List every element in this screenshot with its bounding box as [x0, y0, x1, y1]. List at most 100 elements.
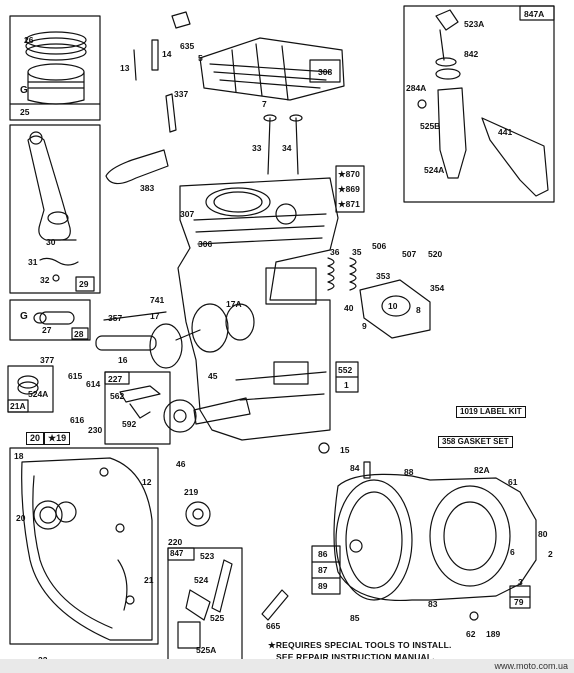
label-36: 36 [330, 247, 340, 257]
label-83: 83 [428, 599, 438, 609]
label-562: 562 [110, 391, 125, 401]
label-506: 506 [372, 241, 387, 251]
gasket-set: 358 GASKET SET [438, 436, 513, 448]
label-5: 5 [198, 53, 203, 63]
label-189: 189 [486, 629, 501, 639]
footer-bar: www.moto.com.ua [0, 659, 574, 673]
label-337: 337 [174, 89, 189, 99]
label-8: 8 [416, 305, 421, 315]
label-306: 306 [198, 239, 213, 249]
oil-sump-outline [333, 473, 537, 602]
label-525b: 525B [420, 121, 441, 131]
wrist-pin-box [9, 299, 91, 341]
label-21: 21 [144, 575, 154, 585]
label-61: 61 [508, 477, 518, 487]
label-308: 308 [318, 67, 333, 77]
label-353: 353 [376, 271, 391, 281]
governor-box [104, 371, 171, 445]
label-40: 40 [344, 303, 354, 313]
label-614: 614 [86, 379, 101, 389]
label-20: 20 [16, 513, 26, 523]
label-665: 665 [266, 621, 281, 631]
label-21a: 21A [10, 401, 26, 411]
connecting-rod-box [9, 124, 101, 294]
label-14: 14 [162, 49, 172, 59]
label-615: 615 [68, 371, 83, 381]
label-31: 31 [28, 257, 38, 267]
label-552: 552 [338, 365, 353, 375]
label-523a: 523A [464, 19, 485, 29]
label-25: 25 [20, 107, 30, 117]
label-80: 80 [538, 529, 548, 539]
label-kit: 1019 LABEL KIT [456, 406, 526, 418]
label-88: 88 [404, 467, 414, 477]
label-525: 525 [210, 613, 225, 623]
label-18: 18 [14, 451, 24, 461]
label-525a: 525A [196, 645, 217, 655]
label-227: 227 [108, 374, 123, 384]
label-45: 45 [208, 371, 218, 381]
label-86: 86 [318, 549, 328, 559]
label-441: 441 [498, 127, 513, 137]
cylinder-head-outline [199, 37, 345, 101]
label-871: ★871 [338, 199, 360, 209]
label-869: ★869 [338, 184, 360, 194]
label-17a: 17A [226, 299, 242, 309]
label-10: 10 [388, 301, 398, 311]
label-524a-dipstick: 524A [424, 165, 445, 175]
label-219: 219 [184, 487, 199, 497]
label-1: 1 [344, 380, 349, 390]
label-357: 357 [108, 313, 123, 323]
label-82a: 82A [474, 465, 490, 475]
label-89: 89 [318, 581, 328, 591]
label-354: 354 [430, 283, 445, 293]
label-847a: 847A [524, 9, 545, 19]
label-32: 32 [40, 275, 50, 285]
label-383: 383 [140, 183, 155, 193]
label-2: 2 [548, 549, 553, 559]
label-741: 741 [150, 295, 165, 305]
label-17: 17 [150, 311, 160, 321]
label-35: 35 [352, 247, 362, 257]
label-284a: 284A [406, 83, 427, 93]
footer-url[interactable]: www.moto.com.ua [494, 661, 568, 671]
label-g: G [20, 85, 28, 96]
label-34: 34 [282, 143, 292, 153]
label-7: 7 [262, 99, 267, 109]
label-85: 85 [350, 613, 360, 623]
label-230: 230 [88, 425, 103, 435]
label-524a-seal: 524A [28, 389, 49, 399]
label-16: 16 [118, 355, 128, 365]
label-g-wrist: G [20, 311, 28, 322]
label-46: 46 [176, 459, 186, 469]
label-84: 84 [350, 463, 360, 473]
label-520: 520 [428, 249, 443, 259]
label-79: 79 [514, 597, 524, 607]
label-6: 6 [510, 547, 515, 557]
label-13: 13 [120, 63, 130, 73]
oil-fill-box [403, 5, 555, 203]
label-847: 847 [170, 549, 184, 558]
label-33: 33 [252, 143, 262, 153]
label-28: 28 [74, 329, 84, 339]
label-3: 3 [518, 577, 523, 587]
note-line-1: ★REQUIRES SPECIAL TOOLS TO INSTALL. [268, 640, 452, 650]
oil-fill-small-box [167, 547, 243, 661]
label-26: 26 [24, 35, 34, 45]
label-842: 842 [464, 49, 479, 59]
crankcase-cover-box [9, 447, 159, 645]
label-20-box: 20 [26, 432, 45, 445]
label-616: 616 [70, 415, 85, 425]
oil-seal-box [7, 365, 54, 413]
label-507: 507 [402, 249, 417, 259]
piston-ring-box [9, 15, 101, 121]
label-19-box: ★19 [44, 432, 71, 445]
label-27: 27 [42, 325, 52, 335]
label-62: 62 [466, 629, 476, 639]
cylinder-block-outline [177, 177, 339, 441]
label-377: 377 [40, 355, 55, 365]
label-524: 524 [194, 575, 209, 585]
label-15: 15 [340, 445, 350, 455]
label-523: 523 [200, 551, 215, 561]
